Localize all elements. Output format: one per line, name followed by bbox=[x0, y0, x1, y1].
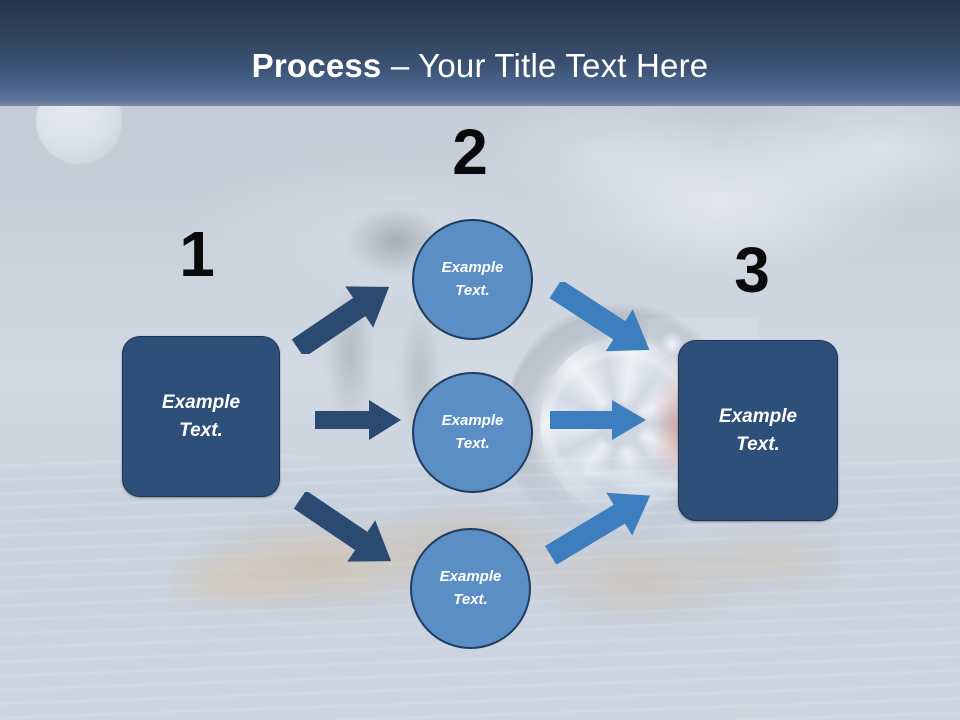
arrow-circle-bottom-to-box3-icon bbox=[542, 484, 664, 564]
arrow-circle-top-to-box3-icon bbox=[546, 282, 664, 360]
page-title-strong: Process bbox=[251, 47, 382, 84]
background-rock-right bbox=[520, 500, 840, 650]
process-circle-top-label: Example Text. bbox=[441, 259, 504, 299]
process-circle-top[interactable]: Example Text. bbox=[412, 219, 533, 340]
process-box-3[interactable]: Example Text. bbox=[678, 340, 838, 521]
process-circle-middle-label: Example Text. bbox=[441, 412, 504, 452]
title-band: Process – Your Title Text Here bbox=[0, 0, 960, 106]
process-box-1-label: Example Text. bbox=[161, 391, 241, 441]
process-box-1[interactable]: Example Text. bbox=[122, 336, 280, 497]
arrow-circle-middle-to-box3-icon bbox=[550, 400, 648, 440]
arrow-box1-to-circle-bottom-icon bbox=[290, 492, 406, 572]
step-number-2: 2 bbox=[452, 116, 488, 188]
arrow-box1-to-circle-top-icon bbox=[288, 278, 404, 354]
step-number-3: 3 bbox=[734, 234, 770, 306]
page-title-rest: – Your Title Text Here bbox=[381, 47, 709, 84]
process-circle-bottom-label: Example Text. bbox=[439, 568, 502, 608]
arrow-box1-to-circle-middle-icon bbox=[315, 400, 403, 440]
process-box-3-label: Example Text. bbox=[718, 405, 798, 455]
process-circle-bottom[interactable]: Example Text. bbox=[410, 528, 531, 649]
process-circle-middle[interactable]: Example Text. bbox=[412, 372, 533, 493]
page-title: Process – Your Title Text Here bbox=[0, 49, 960, 82]
step-number-1: 1 bbox=[179, 218, 215, 290]
